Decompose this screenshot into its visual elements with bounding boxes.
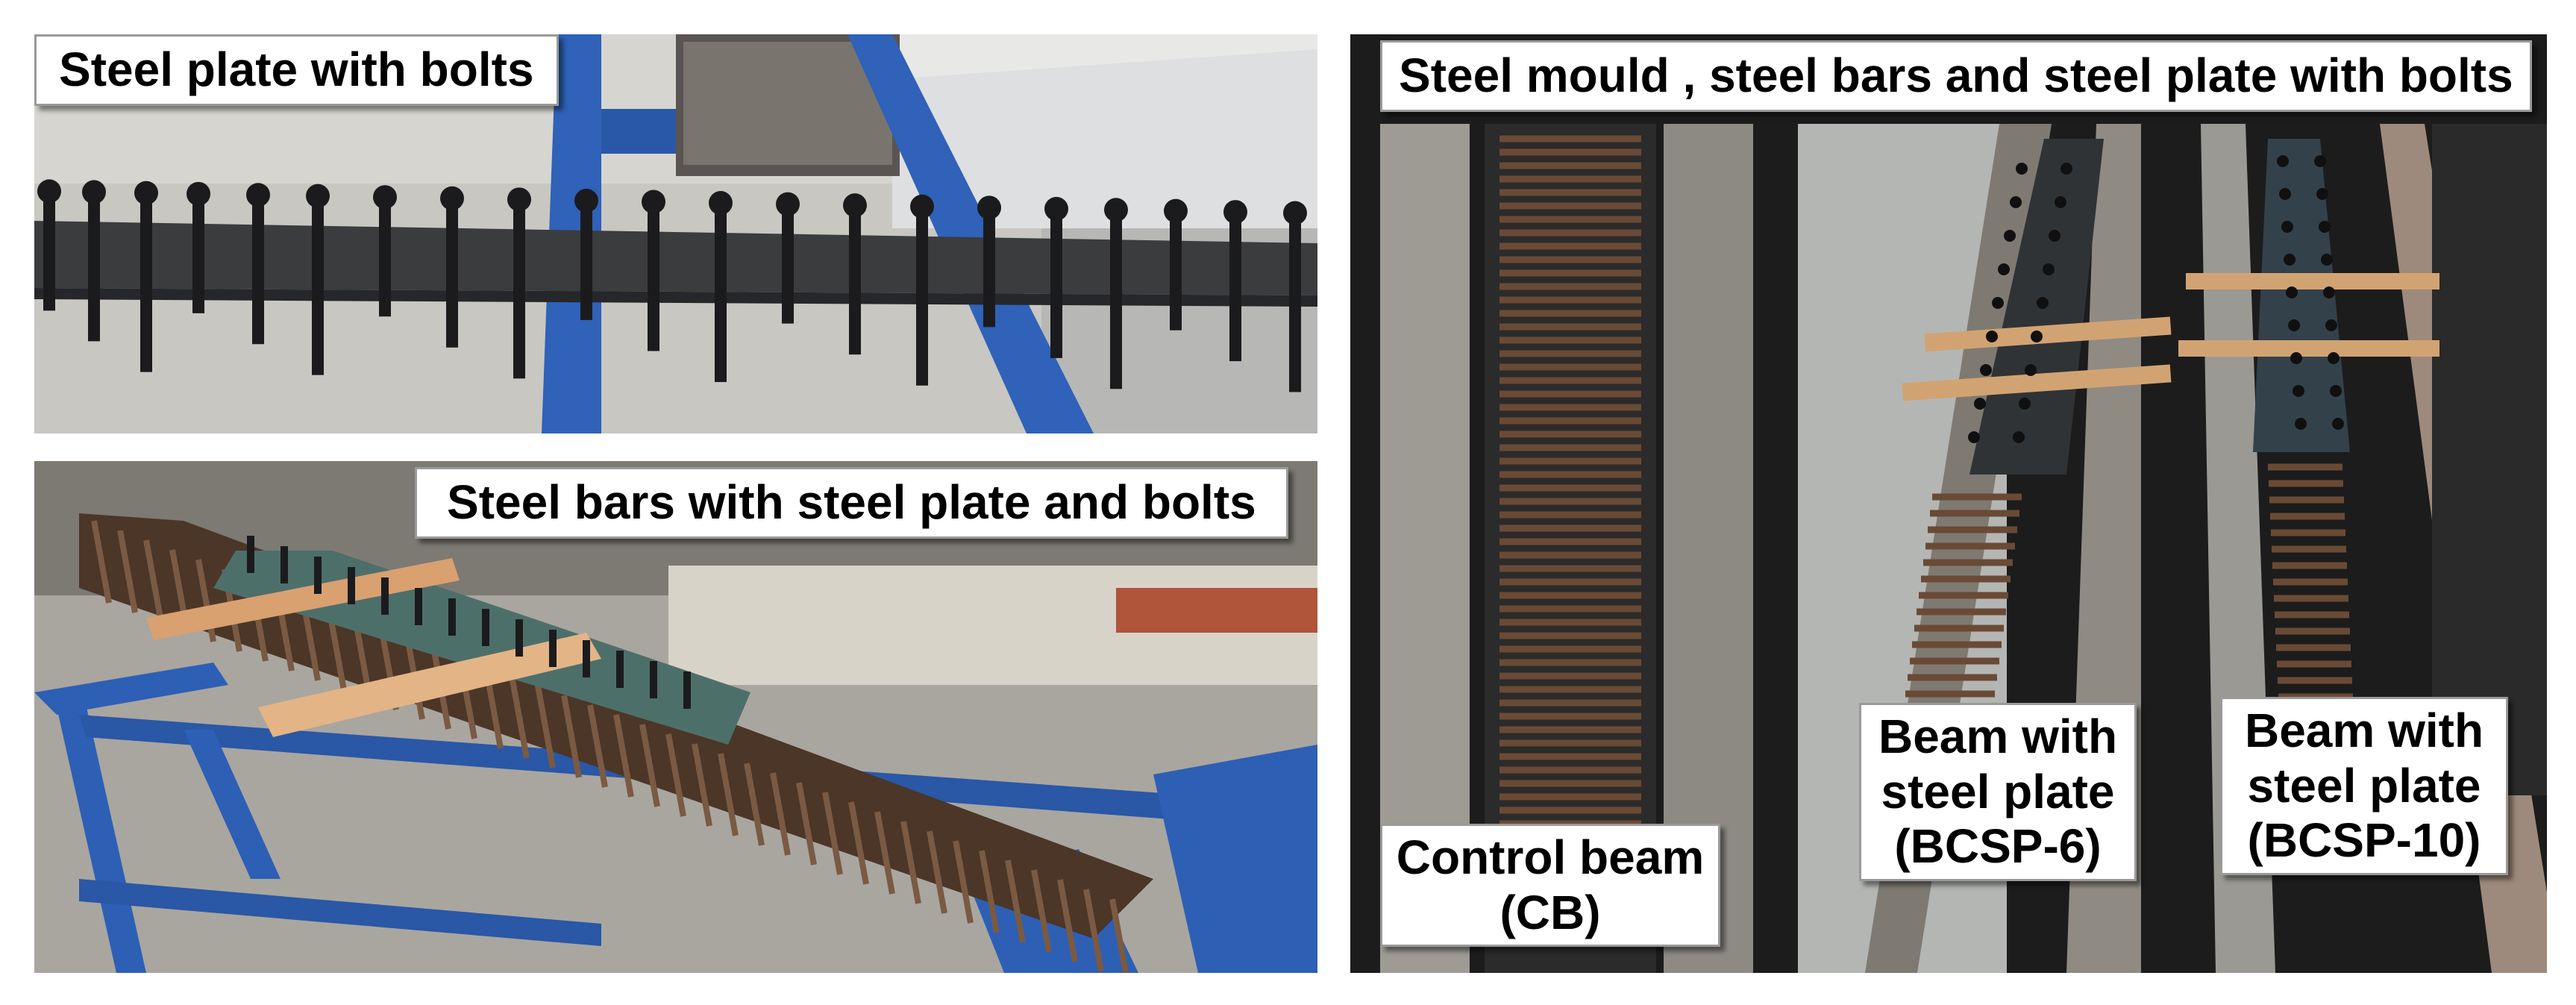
bolt-icon	[916, 206, 928, 386]
bolt-icon	[192, 193, 204, 313]
beam-label-bcsp6-line3: (BCSP-6)	[1894, 819, 2102, 874]
panel-label-steel-mould: Steel mould , steel bars and steel plate…	[1380, 40, 2532, 112]
bolt-icon	[1110, 210, 1122, 389]
panel-label-steel-plate: Steel plate with bolts	[34, 34, 559, 106]
bolt-icon	[715, 203, 727, 383]
beam-label-bcsp6-line1: Beam with	[1878, 710, 2118, 763]
bolt-icon	[849, 205, 861, 355]
beam-label-bcsp10: Beam with steel plate (BCSP-10)	[2220, 697, 2508, 875]
beam-label-bcsp6-line2: steel plate	[1881, 764, 2115, 818]
bolt-icon	[446, 198, 458, 348]
photo-steel-plate-with-bolts: Steel plate with bolts	[34, 34, 1317, 433]
bolt-icon	[1050, 208, 1062, 358]
beam-label-control-line2: (CB)	[1499, 885, 1601, 939]
beam-label-bcsp10-line1: Beam with	[2244, 704, 2484, 757]
steel-plate-photo-illustration	[34, 34, 1317, 433]
bolt-icon	[1170, 210, 1182, 331]
beam-label-control-line1: Control beam	[1396, 830, 1705, 884]
photo-steel-mould: Steel mould , steel bars and steel plate…	[1350, 34, 2547, 973]
beam-label-bcsp10-line3: (BCSP-10)	[2247, 813, 2481, 868]
beam-label-control: Control beam (CB)	[1380, 824, 1720, 948]
bolt-icon	[782, 204, 794, 324]
bolt-icon	[513, 199, 525, 379]
bolt-icon	[580, 200, 592, 320]
bolt-icon	[1289, 213, 1301, 392]
beam-label-bcsp10-line2: steel plate	[2247, 758, 2481, 813]
bolt-icon	[983, 207, 995, 328]
bolt-icon	[140, 192, 152, 372]
photo-steel-bars-with-plate: Steel bars with steel plate and bolts	[34, 461, 1317, 973]
bolt-icon	[252, 195, 264, 345]
bolt-icon	[1229, 212, 1241, 362]
bolt-icon	[379, 197, 391, 317]
bolt-icon	[312, 195, 324, 375]
panel-label-steel-bars: Steel bars with steel plate and bolts	[415, 467, 1288, 539]
bolt-icon	[648, 201, 659, 351]
beam-label-bcsp6: Beam with steel plate (BCSP-6)	[1859, 703, 2137, 881]
bolt-icon	[88, 192, 100, 342]
bolt-icon	[43, 191, 55, 311]
